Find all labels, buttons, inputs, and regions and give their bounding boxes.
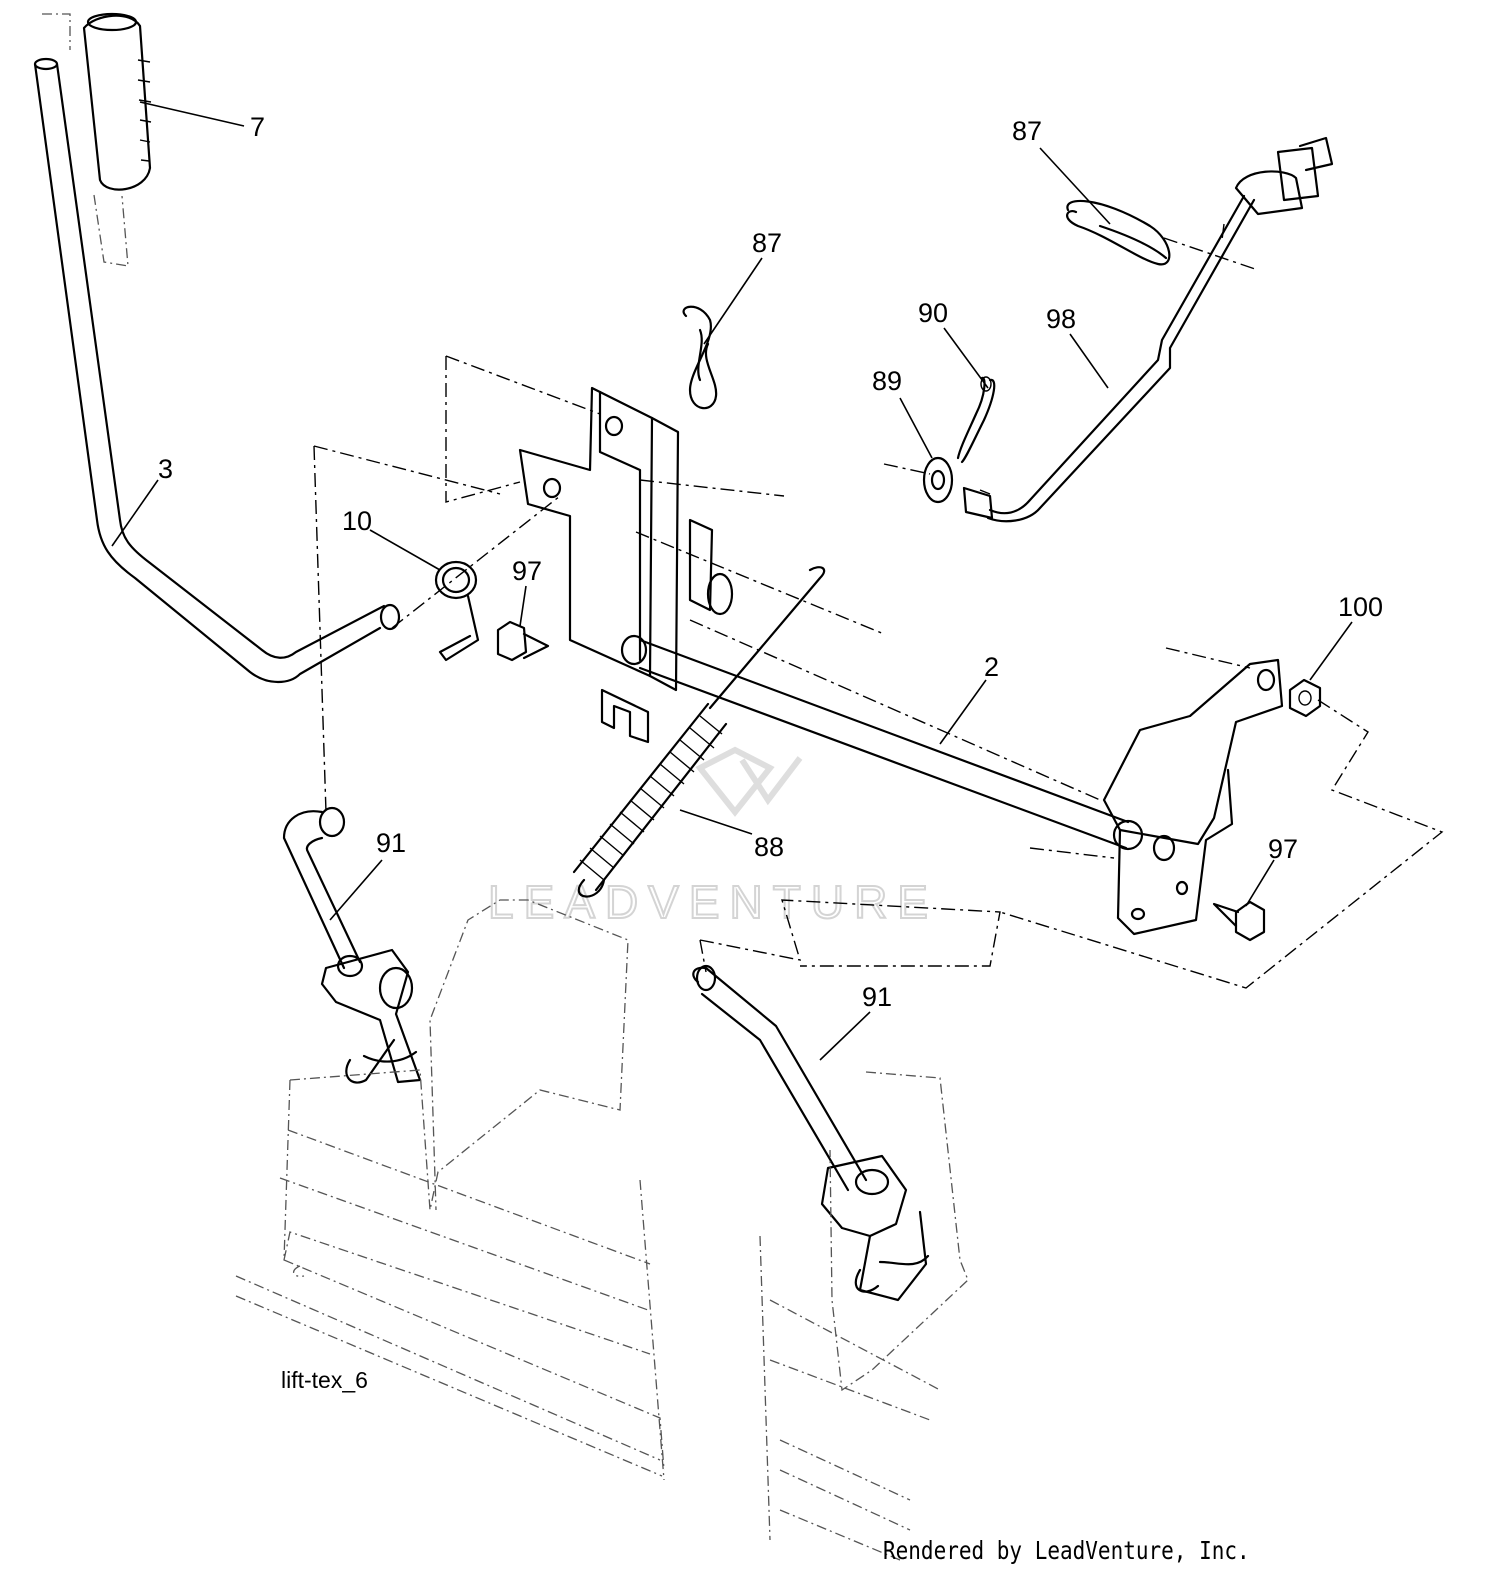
footer-credit: Rendered by LeadVenture, Inc. xyxy=(883,1536,1250,1565)
flat-washer xyxy=(922,456,954,504)
callout-87-middle: 87 xyxy=(752,228,782,258)
callout-91-left: 91 xyxy=(376,828,406,858)
leader-lines xyxy=(111,101,1353,1061)
pivot-plate-right xyxy=(1102,658,1284,936)
pivot-bracket xyxy=(518,386,734,744)
figure-reference: lift-tex_6 xyxy=(281,1367,368,1393)
deck-link-left xyxy=(282,806,422,1084)
callout-88: 88 xyxy=(754,832,784,862)
handle-grip xyxy=(82,12,152,191)
callout-numbers: 7 3 87 87 90 89 98 10 97 2 100 88 91 97 … xyxy=(158,112,1383,1012)
callout-97-right: 97 xyxy=(1268,834,1298,864)
bolt-left xyxy=(496,620,550,662)
callout-2: 2 xyxy=(984,652,999,682)
callout-98: 98 xyxy=(1046,304,1076,334)
cotter-pin xyxy=(956,376,996,464)
callout-87-top: 87 xyxy=(1012,116,1042,146)
hex-nut xyxy=(1288,678,1322,718)
callout-10: 10 xyxy=(342,506,372,536)
extension-spring xyxy=(572,566,826,898)
watermark: LEADVENTURE xyxy=(487,746,938,929)
callout-97-left: 97 xyxy=(512,556,542,586)
callout-90: 90 xyxy=(918,298,948,328)
hairpin-clip-middle xyxy=(682,305,718,410)
watermark-text: LEADVENTURE xyxy=(488,876,938,928)
callout-89: 89 xyxy=(872,366,902,396)
callout-3: 3 xyxy=(158,454,173,484)
deck-link-right xyxy=(692,964,930,1302)
callout-7: 7 xyxy=(250,112,265,142)
lift-shaft xyxy=(638,638,1144,851)
deck-lift-rod xyxy=(962,136,1334,523)
bolt-right xyxy=(1212,900,1266,942)
callout-91-right: 91 xyxy=(862,982,892,1012)
lift-handle xyxy=(33,13,401,684)
deck-phantom xyxy=(235,899,969,1561)
torsion-spring xyxy=(434,560,480,662)
callout-100: 100 xyxy=(1338,592,1383,622)
construction-lines xyxy=(313,223,1444,989)
hairpin-clip-top xyxy=(1066,199,1171,266)
